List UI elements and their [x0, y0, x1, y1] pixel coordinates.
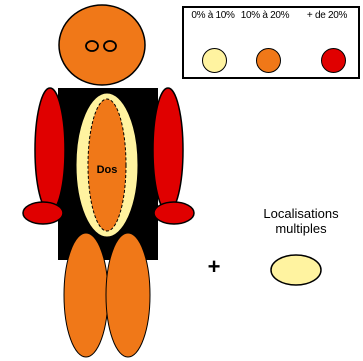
multi-location-label: Localisations multiples — [236, 206, 363, 236]
back-label: Dos — [90, 164, 124, 176]
legend-swatch-low — [202, 48, 227, 73]
legend-label-low: 0% à 10% — [184, 10, 242, 21]
left-hand — [23, 202, 63, 224]
legend-label-mid: 10% à 20% — [236, 10, 294, 21]
legend-swatch-high — [321, 48, 346, 73]
left-arm — [35, 88, 65, 212]
legend: 0% à 10% 10% à 20% + de 20% — [182, 6, 360, 79]
right-hand — [154, 202, 194, 224]
right-leg — [106, 233, 150, 357]
legend-swatch-mid — [256, 48, 281, 73]
plus-sign: + — [202, 254, 226, 280]
multi-location-swatch — [271, 255, 321, 285]
left-leg — [64, 233, 108, 357]
legend-label-high: + de 20% — [298, 10, 356, 21]
right-arm — [153, 88, 183, 212]
head — [59, 5, 145, 85]
